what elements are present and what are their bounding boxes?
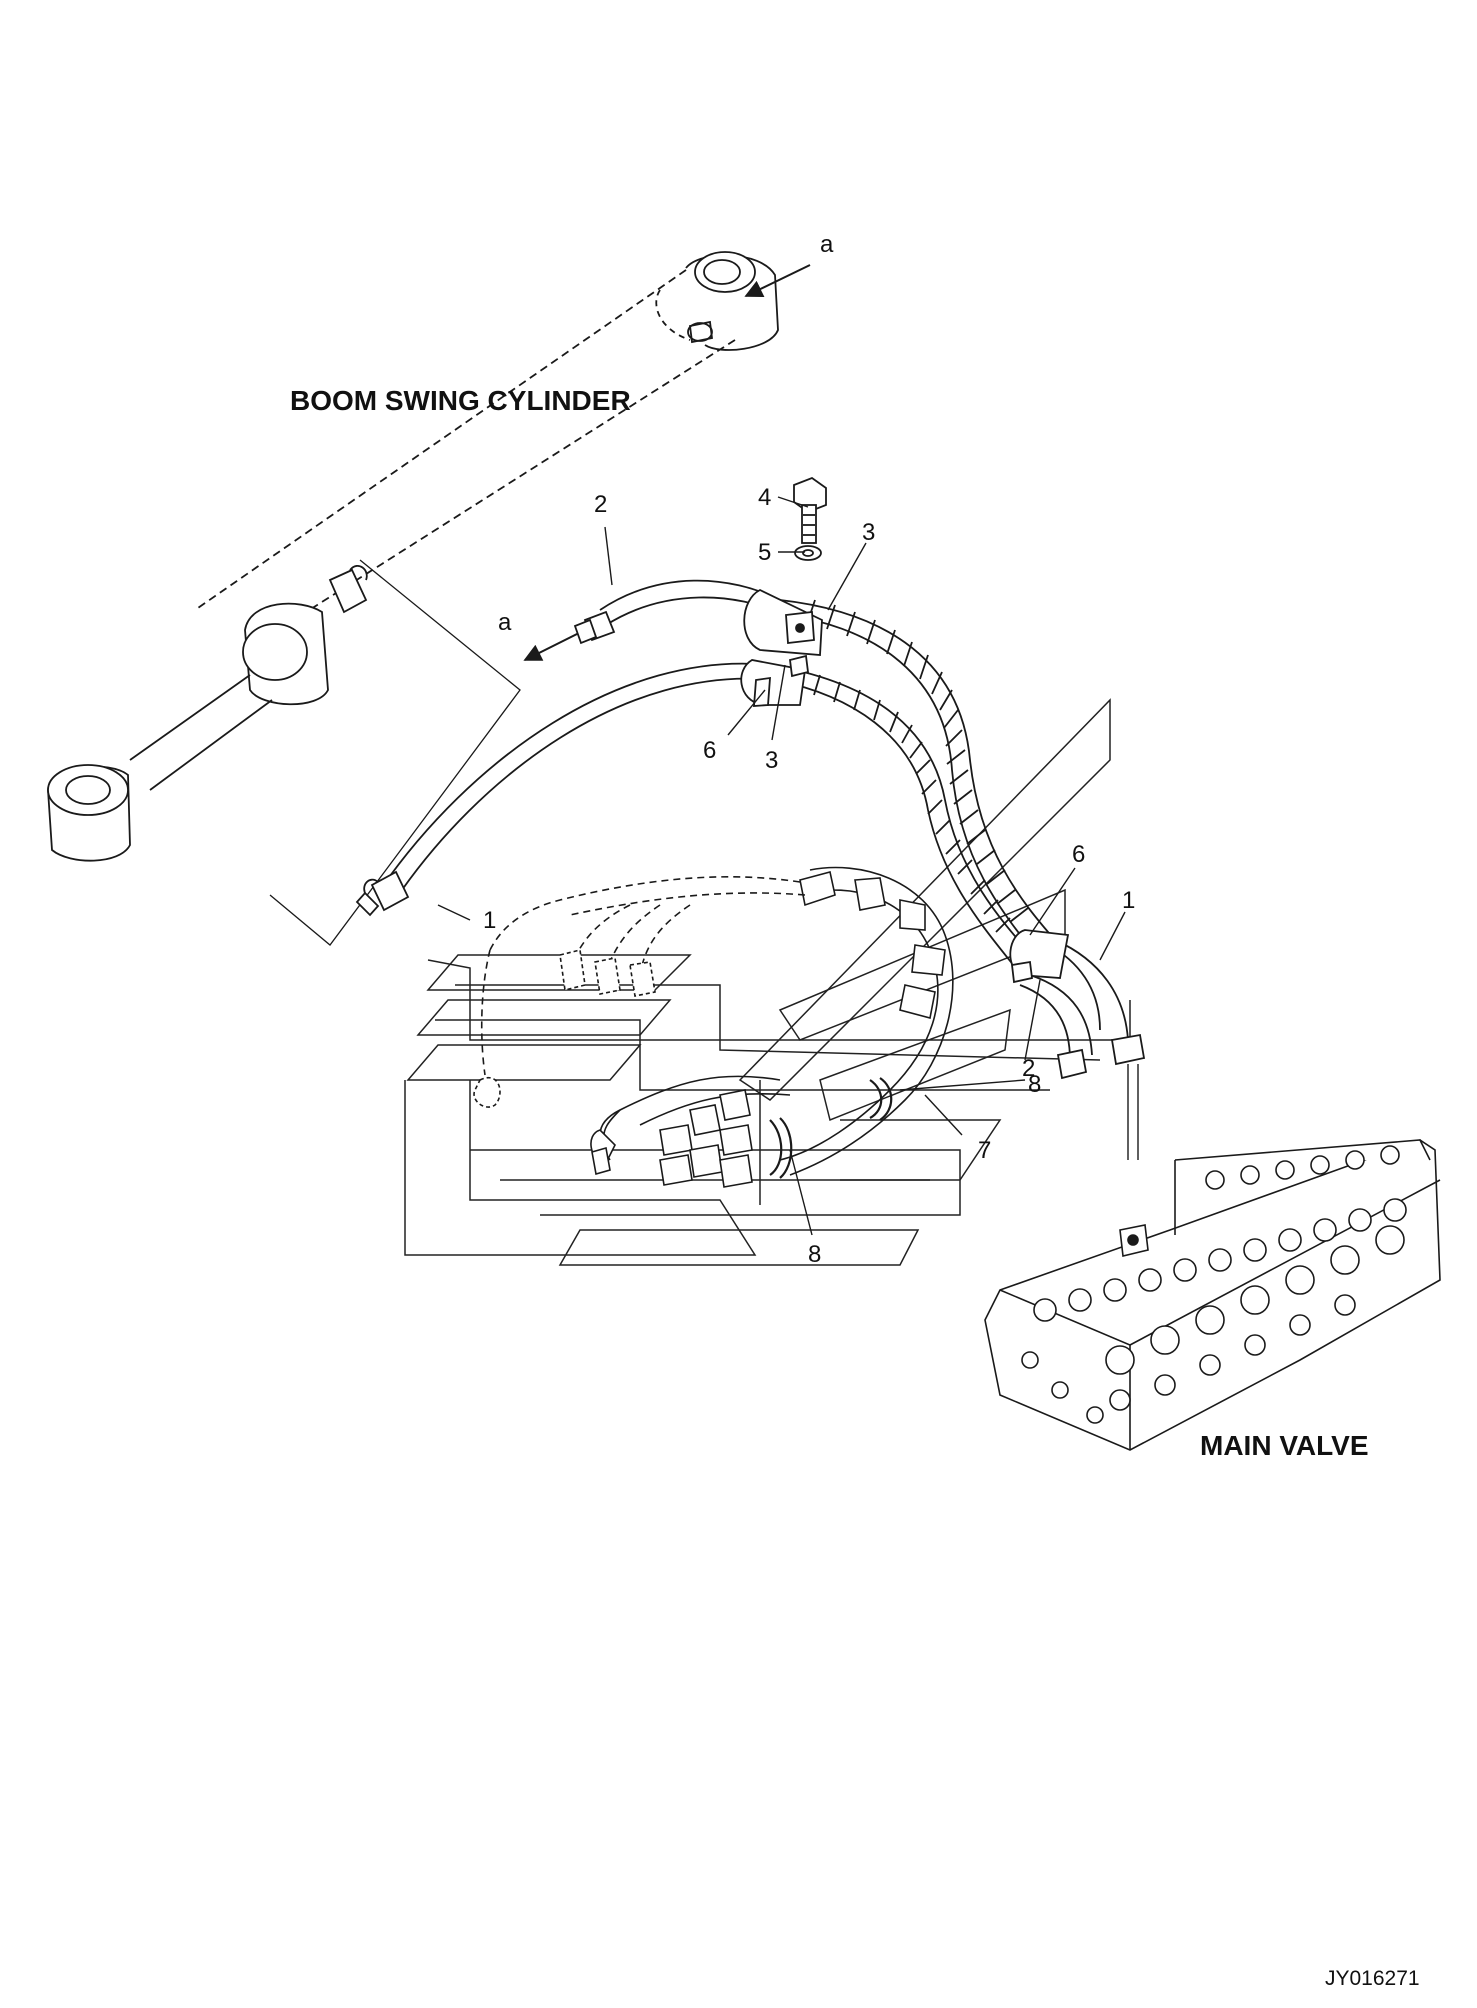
- arrow-a-top: [744, 264, 811, 298]
- clamp-6-upper: [740, 654, 809, 707]
- spiral-hose-bundle: [769, 599, 1146, 1160]
- main-valve: [984, 1139, 1441, 1451]
- watermark-logo: [404, 698, 1131, 1266]
- drawing-code: JY016271: [1325, 1967, 1420, 1990]
- callout-6-left: 6: [703, 737, 716, 764]
- callout-2-top: 2: [594, 491, 607, 518]
- clamp-3-upper: [743, 588, 823, 656]
- boom-swing-cylinder-label: BOOM SWING CYLINDER: [290, 385, 631, 416]
- callout-1-left: 1: [483, 907, 496, 934]
- callout-7: 7: [978, 1137, 991, 1164]
- reference-letter-a-top: a: [820, 231, 834, 258]
- callout-4: 4: [758, 484, 771, 511]
- callout-5: 5: [758, 539, 771, 566]
- callout-3-top: 3: [862, 519, 875, 546]
- main-valve-label: MAIN VALVE: [1200, 1430, 1369, 1461]
- callout-3-bottom: 3: [765, 747, 778, 774]
- callout-2-right: 2: [1022, 1055, 1035, 1082]
- pilot-hose-bundle: [473, 866, 954, 1188]
- hose-1: [355, 662, 776, 917]
- reference-letter-a-left: a: [498, 609, 512, 636]
- washer-5: [794, 545, 822, 561]
- clamp-6-lower: [1009, 929, 1070, 984]
- leader-lines: [437, 496, 1126, 1236]
- callout-8-upper: 8: [1028, 1071, 1041, 1098]
- callout-6-right: 6: [1072, 841, 1085, 868]
- bolt-4: [793, 476, 827, 544]
- callout-8-lower: 8: [808, 1241, 821, 1268]
- arrow-a-left: [523, 629, 586, 661]
- boom-swing-cylinder: [47, 251, 779, 946]
- callout-1-right: 1: [1122, 887, 1135, 914]
